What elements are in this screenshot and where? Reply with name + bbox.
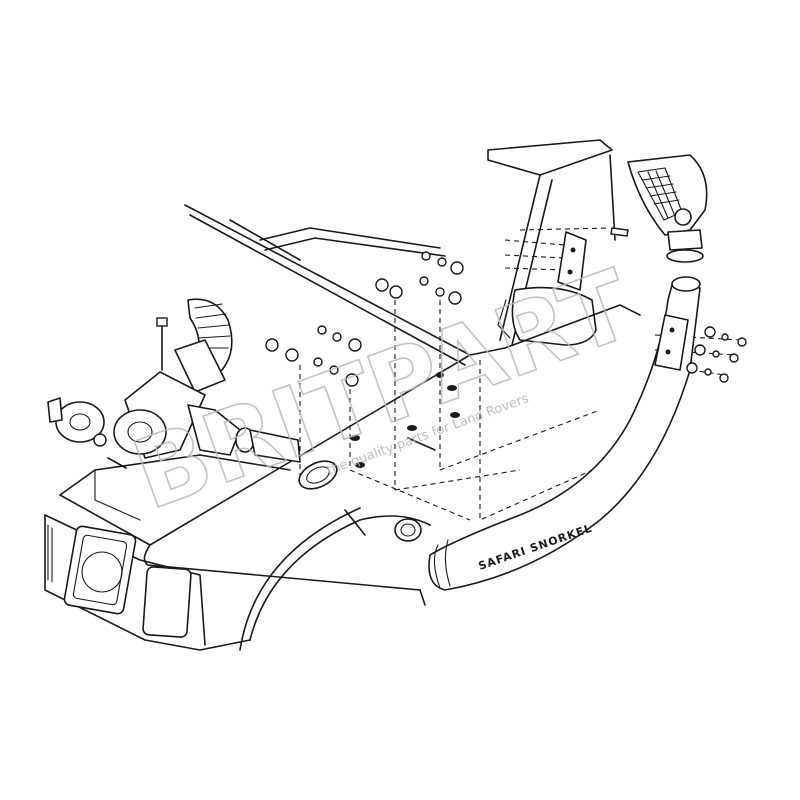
wing-panel-holes bbox=[350, 372, 460, 468]
pre-cleaner-cap bbox=[47, 397, 107, 447]
fixings-middle bbox=[265, 325, 362, 387]
wing-intake-hole bbox=[298, 460, 338, 490]
a-pillar-bracket bbox=[557, 227, 629, 291]
front-grille-headlight bbox=[44, 514, 251, 651]
wing-mirror bbox=[497, 286, 597, 346]
snorkel-air-ram bbox=[627, 154, 708, 263]
fixings-top bbox=[375, 251, 464, 305]
air-cleaner-assembly bbox=[113, 298, 301, 463]
windscreen-frame bbox=[184, 139, 616, 366]
fixings-snorkel-side bbox=[686, 326, 747, 383]
hose-clip bbox=[394, 518, 422, 542]
studs-and-screws bbox=[107, 317, 436, 536]
bonnet-and-wing bbox=[59, 304, 641, 651]
